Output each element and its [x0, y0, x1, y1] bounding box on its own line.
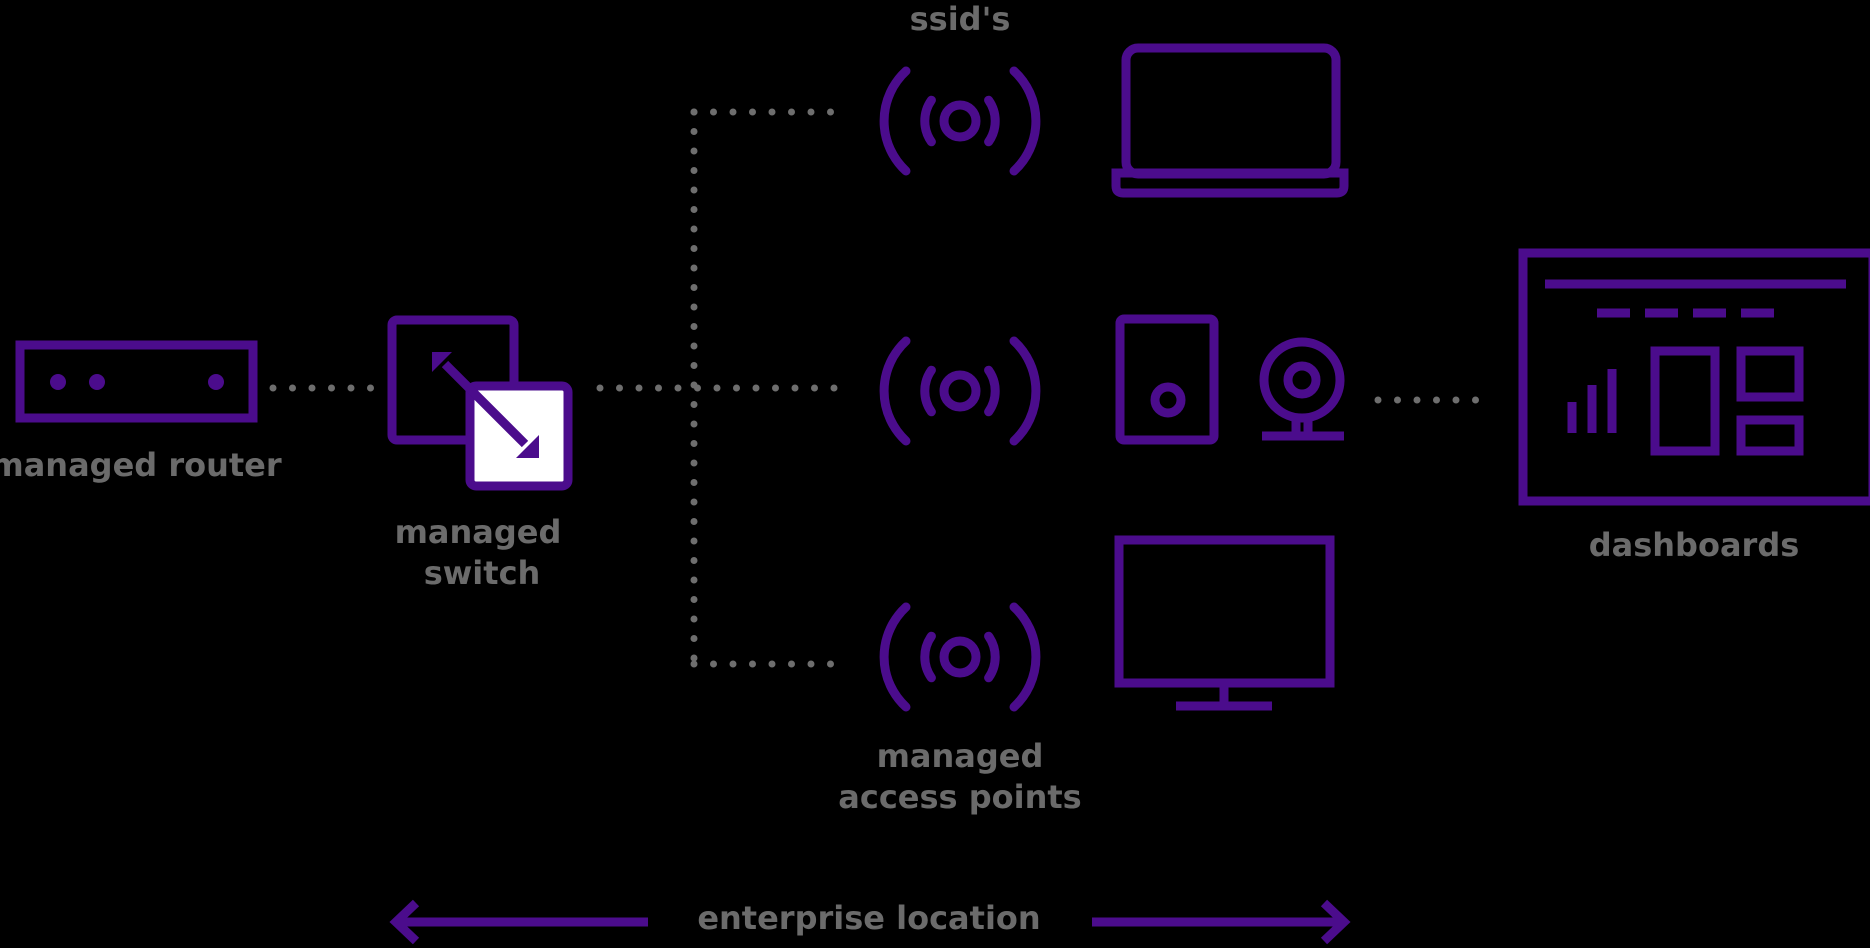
tablet-icon	[1115, 314, 1219, 445]
location-arrows	[389, 899, 1351, 945]
router-label: managed router	[0, 446, 282, 484]
dashboard-icon	[1518, 248, 1870, 506]
access-points	[879, 66, 1041, 712]
monitor-icon	[1114, 535, 1335, 711]
ssids-label: ssid's	[910, 0, 1011, 38]
arrow-left-icon	[389, 899, 648, 945]
access-points-label-line1: managed	[877, 737, 1044, 775]
access-points-label-line2: access points	[838, 778, 1081, 816]
laptop-icon	[1111, 43, 1349, 198]
wireless-signal-icon	[879, 336, 1041, 446]
connector-lines	[269, 108, 1486, 668]
location-label: enterprise location	[697, 899, 1040, 937]
webcam-icon	[1259, 337, 1345, 441]
arrow-right-icon	[1092, 899, 1351, 945]
dashboards-label: dashboards	[1589, 526, 1800, 564]
switch-icon	[387, 315, 573, 491]
client-devices	[1111, 43, 1349, 711]
wireless-signal-icon	[879, 66, 1041, 176]
switch-label-line1: managed	[395, 513, 562, 551]
wireless-signal-icon	[879, 602, 1041, 712]
router-icon	[15, 340, 258, 423]
switch-label-line2: switch	[424, 554, 541, 592]
